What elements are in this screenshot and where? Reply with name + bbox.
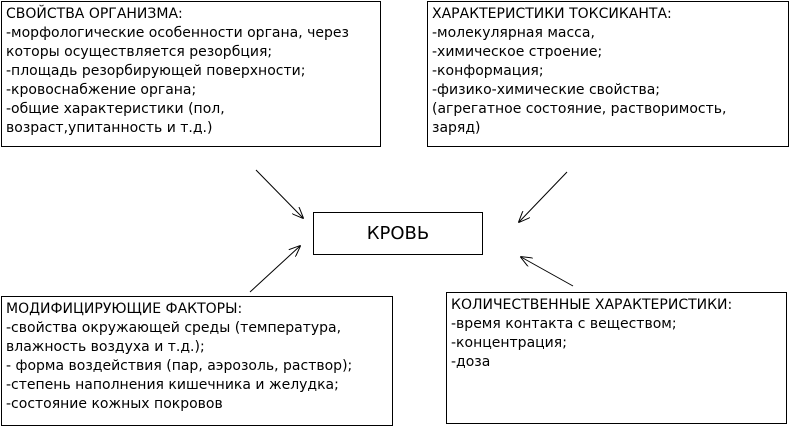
toxicant-characteristics-line: -химическое строение; [432, 44, 603, 60]
arrow-toxicant-to-blood [519, 171, 568, 222]
modifying-factors-line: -степень наполнения кишечника и желудка; [6, 377, 339, 393]
toxicant-characteristics-box: ХАРАКТЕРИСТИКИ ТОКСИКАНТА: -молекулярная… [427, 1, 789, 147]
modifying-factors-line: - форма воздействия (пар, аэрозоль, раст… [6, 358, 353, 374]
toxicant-characteristics-line: -конформация; [432, 63, 544, 79]
arrow-modifying-to-blood [249, 246, 300, 293]
organism-properties-title: СВОЙСТВА ОРГАНИЗМА: [6, 6, 183, 22]
quantitative-characteristics-line: -доза [451, 354, 491, 370]
quantitative-characteristics-title: КОЛИЧЕСТВЕННЫЕ ХАРАКТЕРИСТИКИ: [451, 297, 733, 313]
toxicant-characteristics-line: заряд) [432, 120, 481, 136]
modifying-factors-box: МОДИФИЦИРУЮЩИЕ ФАКТОРЫ: -свойства окружа… [1, 296, 393, 426]
quantitative-characteristics-line: -время контакта с веществом; [451, 316, 677, 332]
arrow-organism-to-blood [255, 169, 303, 218]
quantitative-characteristics-box: КОЛИЧЕСТВЕННЫЕ ХАРАКТЕРИСТИКИ: -время ко… [446, 292, 787, 424]
toxicant-characteristics-line: -физико-химические свойства; [432, 82, 660, 98]
modifying-factors-line: -свойства окружающей среды (температура, [6, 320, 342, 336]
toxicant-characteristics-title: ХАРАКТЕРИСТИКИ ТОКСИКАНТА: [432, 6, 672, 22]
organism-properties-line: -общие характеристики (пол, [6, 101, 225, 117]
organism-properties-line: которы осуществляется резорбция; [6, 44, 273, 60]
organism-properties-line: -площадь резорбирующей поверхности; [6, 63, 306, 79]
organism-properties-line: -кровоснабжение органа; [6, 82, 197, 98]
toxicant-characteristics-line: (агрегатное состояние, растворимость, [432, 101, 727, 117]
quantitative-characteristics-line: -концентрация; [451, 335, 567, 351]
organism-properties-line: -морфологические особенности органа, чер… [6, 25, 349, 41]
modifying-factors-title: МОДИФИЦИРУЮЩИЕ ФАКТОРЫ: [6, 301, 243, 317]
blood-center-box: КРОВЬ [313, 212, 483, 255]
blood-label: КРОВЬ [366, 223, 430, 244]
organism-properties-box: СВОЙСТВА ОРГАНИЗМА: -морфологические осо… [1, 1, 381, 147]
modifying-factors-line: влажность воздуха и т.д.); [6, 339, 205, 355]
arrow-quantitative-to-blood [521, 257, 574, 287]
toxicant-characteristics-line: -молекулярная масса, [432, 25, 595, 41]
organism-properties-line: возраст,упитанность и т.д.) [6, 120, 213, 136]
modifying-factors-line: -состояние кожных покровов [6, 396, 223, 412]
